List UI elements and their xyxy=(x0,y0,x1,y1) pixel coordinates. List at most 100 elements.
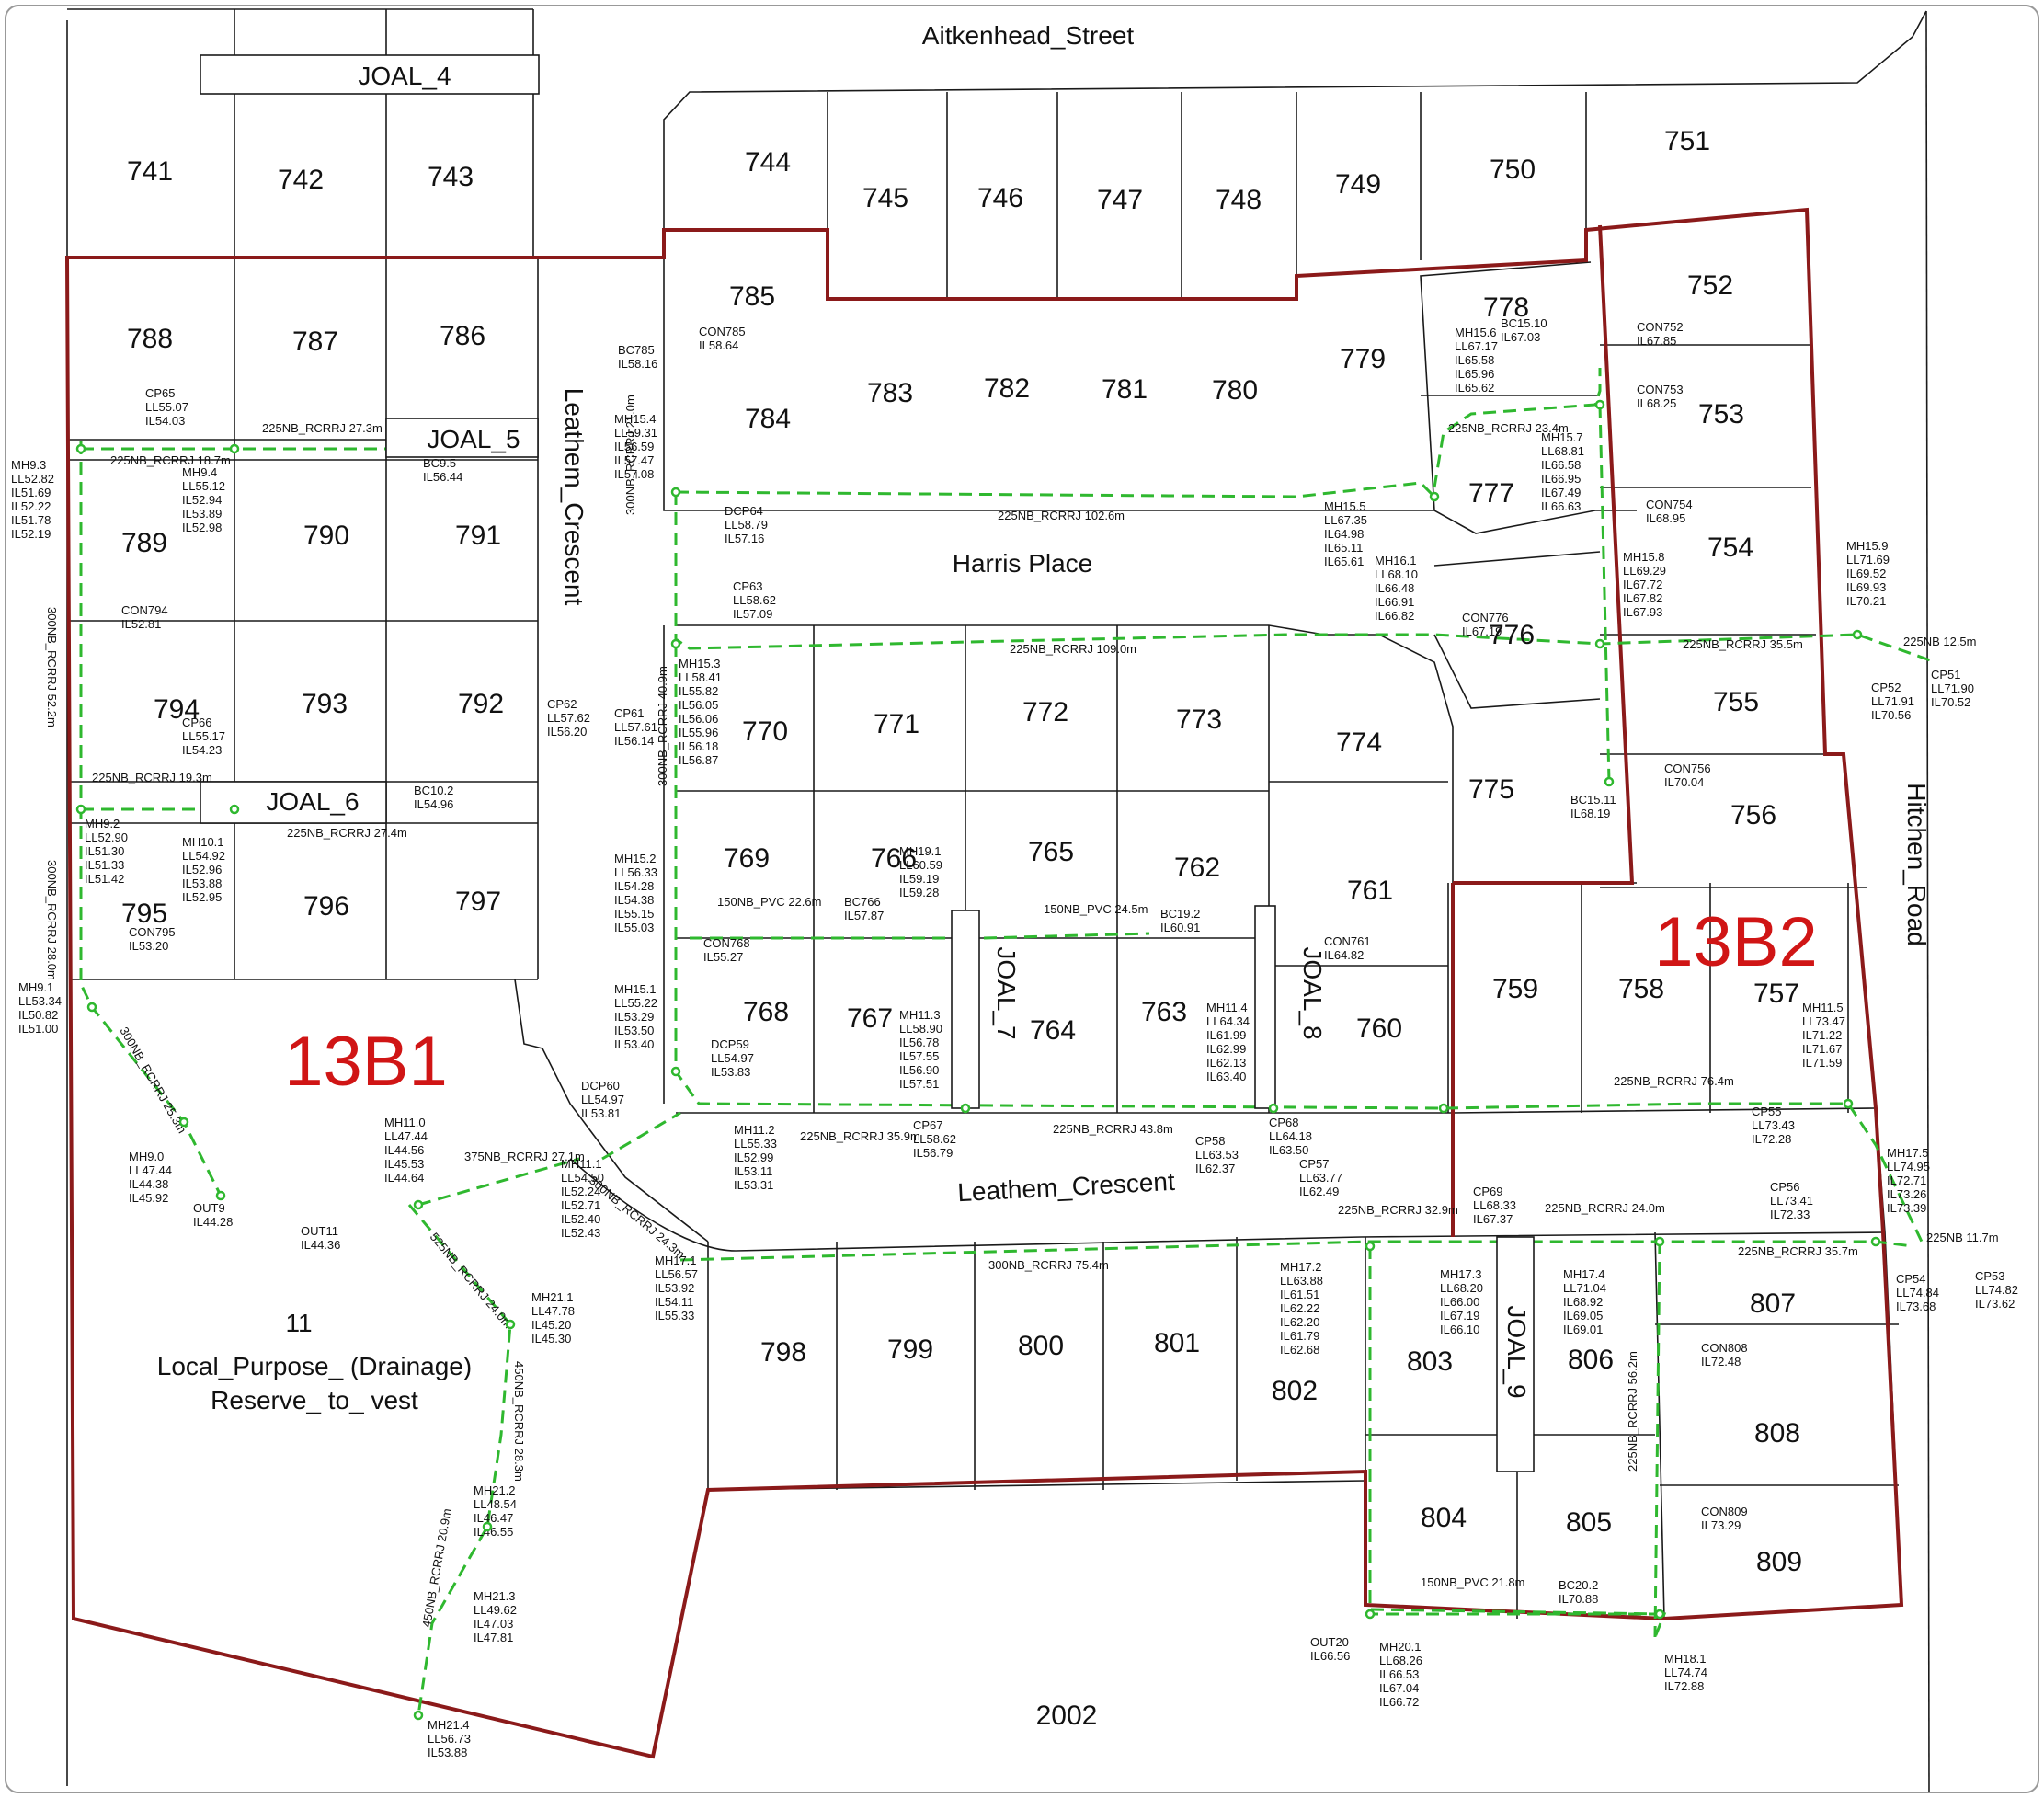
structure-note-line: MH9.1 xyxy=(18,980,53,994)
structure-note-line: IL70.21 xyxy=(1846,594,1886,608)
structure-note-line: LL68.81 xyxy=(1541,444,1584,458)
lot-800: 800 xyxy=(1018,1331,1064,1361)
structure-note-line: CP69 xyxy=(1473,1185,1503,1198)
structure-note-line: IL62.99 xyxy=(1206,1042,1246,1056)
structure-note-line: DCP60 xyxy=(581,1079,620,1093)
lot-778: 778 xyxy=(1483,292,1529,323)
reserve-line-1: Local_Purpose_ (Drainage) xyxy=(157,1352,472,1380)
lot-782: 782 xyxy=(984,373,1030,404)
joal-5-box xyxy=(385,418,539,458)
structure-note-line: IL53.88 xyxy=(428,1746,467,1759)
lot-775: 775 xyxy=(1468,774,1514,805)
pipe-label: 225NB_RCRRJ 24.0m xyxy=(1545,1201,1665,1215)
structure-note-line: IL44.56 xyxy=(384,1143,424,1157)
manhole-node xyxy=(670,638,681,649)
lot-802: 802 xyxy=(1272,1376,1318,1406)
structure-note-line: CP53 xyxy=(1975,1269,2005,1283)
structure-note-line: LL48.54 xyxy=(474,1497,517,1511)
pipe-label-rotated: 450NB_RCRRJ 28.3m xyxy=(512,1361,526,1482)
structure-note-line: LL52.82 xyxy=(11,472,54,486)
manhole-node xyxy=(1268,1103,1279,1114)
structure-note-line: LL49.62 xyxy=(474,1603,517,1617)
manhole-node xyxy=(1365,1609,1376,1620)
structure-note-line: LL63.53 xyxy=(1195,1148,1239,1162)
pipe-label: 150NB_PVC 22.6m xyxy=(717,895,821,909)
structure-note-line: LL64.34 xyxy=(1206,1014,1250,1028)
structure-note-line: LL54.92 xyxy=(182,849,225,863)
structure-note-line: LL68.33 xyxy=(1473,1198,1516,1212)
lot-773: 773 xyxy=(1176,704,1222,735)
structure-note-line: IL52.71 xyxy=(561,1198,600,1212)
pipe-label: 225NB_RCRRJ 35.5m xyxy=(1683,637,1803,651)
structure-note-line: IL68.92 xyxy=(1563,1295,1603,1309)
lot-796: 796 xyxy=(303,891,349,922)
joal-8-box xyxy=(1254,905,1276,1109)
pipe-label: 225NB_RCRRJ 43.8m xyxy=(1053,1122,1173,1136)
structure-note-line: LL59.31 xyxy=(614,426,657,440)
lot-777: 777 xyxy=(1468,478,1514,509)
structure-note-line: CON768 xyxy=(703,936,750,950)
structure-note-line: LL56.73 xyxy=(428,1732,471,1746)
pipe-label: 300NB_RCRRJ 75.4m xyxy=(988,1258,1109,1272)
structure-note-line: IL66.95 xyxy=(1541,472,1581,486)
map-frame xyxy=(5,5,2039,1793)
structure-note-line: IL54.11 xyxy=(655,1295,693,1309)
lot-785: 785 xyxy=(729,281,775,312)
structure-note-line: MH15.9 xyxy=(1846,539,1889,553)
structure-note-line: MH19.1 xyxy=(899,844,942,858)
manhole-node xyxy=(1654,1236,1665,1247)
structure-note-line: LL71.04 xyxy=(1563,1281,1606,1295)
manhole-node xyxy=(1594,399,1605,410)
lot-776: 776 xyxy=(1489,620,1535,650)
street-leathem-crescent-north: Leathem_Crescent xyxy=(560,388,588,606)
lot-792: 792 xyxy=(458,689,504,719)
structure-note-line: IL67.19 xyxy=(1462,624,1502,638)
structure-note-line: IL52.98 xyxy=(182,521,222,534)
structure-note-line: IL55.03 xyxy=(614,921,654,934)
structure-note-line: IL59.19 xyxy=(899,872,939,886)
structure-note-line: IL65.62 xyxy=(1455,381,1494,395)
structure-note-line: LL74.74 xyxy=(1664,1666,1707,1679)
structure-note-line: MH15.7 xyxy=(1541,430,1583,444)
pipe-label: 150NB_PVC 24.5m xyxy=(1044,902,1148,916)
structure-note-line: LL68.26 xyxy=(1379,1654,1422,1667)
structure-note-line: IL47.03 xyxy=(474,1617,513,1631)
structure-note-line: IL66.53 xyxy=(1379,1667,1419,1681)
manhole-node xyxy=(670,1066,681,1077)
structure-note-line: IL71.22 xyxy=(1802,1028,1842,1042)
structure-note-line: BC19.2 xyxy=(1160,907,1200,921)
structure-note-line: IL47.81 xyxy=(474,1631,513,1644)
structure-note-line: LL64.18 xyxy=(1269,1129,1312,1143)
structure-note-line: IL67.04 xyxy=(1379,1681,1419,1695)
structure-note-line: IL68.19 xyxy=(1570,807,1610,820)
structure-note-line: MH15.6 xyxy=(1455,326,1497,339)
structure-note-line: LL58.41 xyxy=(679,670,722,684)
joal-9-box xyxy=(1496,1236,1535,1472)
lot-770: 770 xyxy=(742,716,788,747)
structure-note-line: CON794 xyxy=(121,603,168,617)
structure-note-line: BC9.5 xyxy=(423,456,456,470)
structure-note-line: IL52.19 xyxy=(11,527,51,541)
structure-note-line: IL61.79 xyxy=(1280,1329,1319,1343)
pipe-label: 225NB_RCRRJ 109.0m xyxy=(1010,642,1136,656)
joal-8-label: JOAL_8 xyxy=(1298,946,1327,1039)
structure-note-line: IL58.16 xyxy=(618,357,657,371)
lot-781: 781 xyxy=(1102,374,1148,405)
structure-note-line: IL67.72 xyxy=(1623,578,1662,591)
